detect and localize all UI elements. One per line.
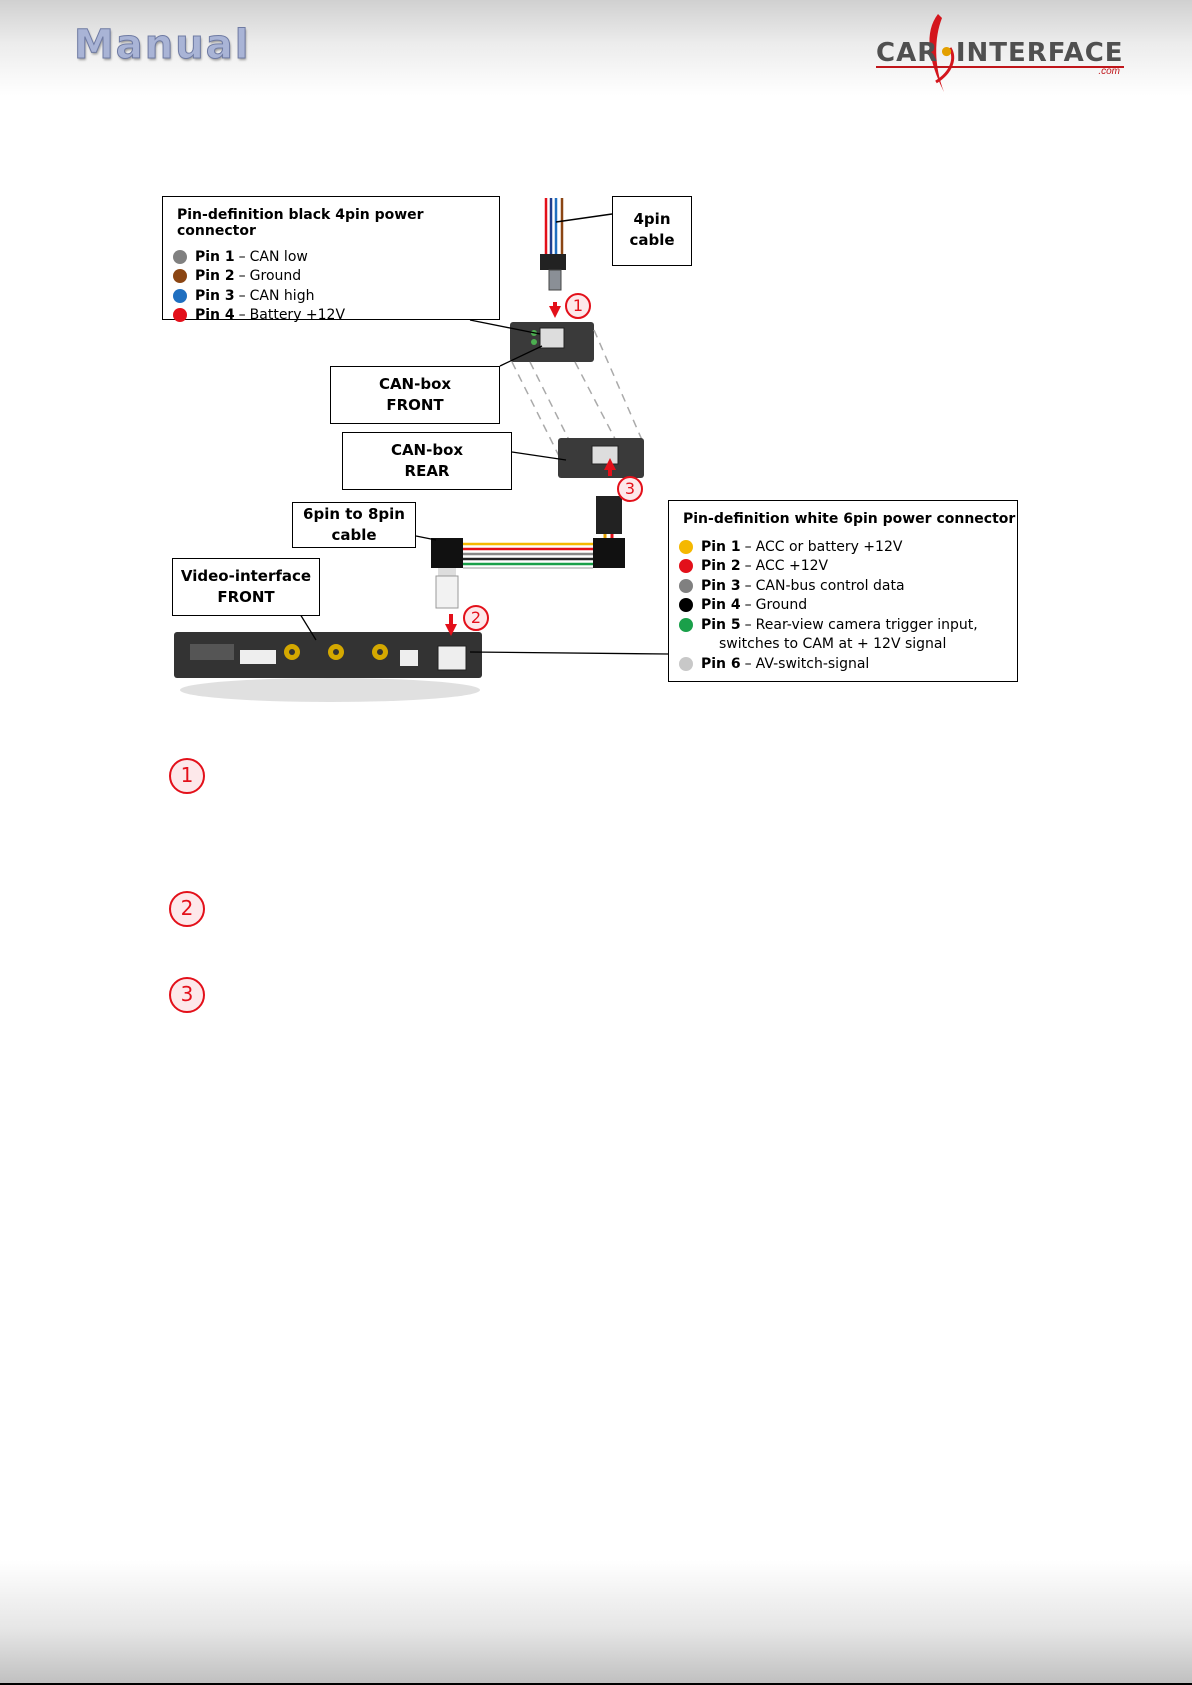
pin-dash: –	[238, 307, 246, 324]
pin-desc: Ground	[755, 597, 808, 614]
pin-color-dot-icon	[679, 656, 693, 671]
label-4pin-cable: 4pin cable	[612, 196, 692, 266]
pin-name: Pin 3	[195, 287, 235, 304]
pin-color-dot-icon	[173, 249, 187, 264]
pin-color-dot-icon	[173, 269, 187, 284]
pin-color-dot-icon	[173, 308, 187, 323]
black-pin-row: Pin 1 – CAN low	[173, 247, 499, 267]
header-band	[0, 0, 1192, 96]
white-connector-title: Pin-definition white 6pin power connecto…	[683, 511, 1016, 527]
logo-text-right: INTERFACE	[955, 38, 1124, 68]
pin-desc: Rear-view camera trigger input,	[755, 616, 978, 633]
pin-desc: ACC +12V	[755, 558, 829, 575]
diagram-marker-3: 3	[617, 476, 643, 502]
pin-dash: –	[744, 577, 752, 594]
white-pin-row-continuation: switches to CAM at + 12V signal	[719, 635, 1017, 655]
pin-name: Pin 1	[701, 538, 741, 555]
pin-desc: CAN high	[249, 287, 315, 304]
pin-color-dot-icon	[679, 598, 693, 613]
pin-desc: CAN-bus control data	[755, 577, 905, 594]
step-marker-3: 3	[169, 977, 205, 1013]
pin-dash: –	[744, 616, 752, 633]
pin-name: Pin 4	[701, 597, 741, 614]
leader-lines	[299, 319, 669, 655]
label-line: cable	[629, 231, 675, 249]
white-pin-row: Pin 3 – CAN-bus control data	[679, 576, 1017, 596]
pin-color-dot-icon	[679, 559, 693, 574]
label-canbox-front: CAN-box FRONT	[330, 366, 500, 424]
white-pin-row: Pin 6 – AV-switch-signal	[679, 654, 1017, 674]
pin-name: Pin 3	[701, 577, 741, 594]
pin-desc: ACC or battery +12V	[755, 538, 903, 555]
white-pin-row: Pin 2 – ACC +12V	[679, 557, 1017, 577]
pin-dash: –	[238, 287, 246, 304]
pin-dash: –	[238, 248, 246, 265]
step-marker-1: 1	[169, 758, 205, 794]
label-6to8-cable: 6pin to 8pin cable	[292, 502, 416, 548]
pin-dash: –	[744, 655, 752, 672]
pin-name: Pin 6	[701, 655, 741, 672]
label-line: CAN-box	[390, 441, 464, 459]
diagram-marker-2: 2	[463, 605, 489, 631]
pin-name: Pin 4	[195, 307, 235, 324]
pin-dash: –	[744, 597, 752, 614]
label-line: cable	[331, 526, 377, 544]
pin-desc: CAN low	[249, 248, 308, 265]
label-line: 4pin	[633, 210, 671, 228]
black-connector-box: Pin-definition black 4pin power connecto…	[162, 196, 500, 323]
black-connector-title: Pin-definition black 4pin power connecto…	[177, 207, 424, 239]
pin-desc: Ground	[249, 268, 302, 285]
logo-underline	[876, 66, 1124, 68]
label-line: CAN-box	[378, 375, 452, 393]
cable-6to8-device	[431, 496, 625, 609]
pin-color-dot-icon	[173, 288, 187, 303]
manual-title: Manual	[73, 22, 251, 69]
footer-line	[0, 1683, 1192, 1685]
logo-swoosh-icon	[929, 14, 955, 92]
canbox-rear-device	[558, 438, 644, 478]
label-video-interface: Video-interface FRONT	[172, 558, 320, 616]
black-pin-row: Pin 3 – CAN high	[173, 286, 499, 306]
pin-name: Pin 2	[701, 558, 741, 575]
pin-color-dot-icon	[679, 539, 693, 554]
white-pin-row: Pin 1 – ACC or battery +12V	[679, 537, 1017, 557]
white-connector-box: Pin-definition white 6pin power connecto…	[668, 500, 1018, 682]
label-canbox-rear: CAN-box REAR	[342, 432, 512, 490]
pin-color-dot-icon	[679, 578, 693, 593]
cable-4pin-wires	[540, 198, 613, 291]
black-pin-row: Pin 4 – Battery +12V	[173, 306, 499, 326]
pin-desc: AV-switch-signal	[755, 655, 870, 672]
footer-band	[0, 1560, 1192, 1685]
black-pin-row: Pin 2 – Ground	[173, 267, 499, 287]
car-interface-logo: CAR•INTERFACE .com	[876, 8, 1124, 98]
logo-text: CAR•INTERFACE	[876, 38, 1124, 68]
white-pin-row: Pin 4 – Ground	[679, 596, 1017, 616]
white-pin-row: Pin 5 – Rear-view camera trigger input,	[679, 615, 1017, 635]
label-line: REAR	[404, 462, 450, 480]
label-line: FRONT	[217, 588, 275, 606]
pin-desc: Battery +12V	[249, 307, 346, 324]
pin-dash: –	[744, 538, 752, 555]
label-line: FRONT	[386, 396, 444, 414]
diagram-marker-1: 1	[565, 293, 591, 319]
pin-name: Pin 2	[195, 268, 235, 285]
pin-desc: switches to CAM at + 12V signal	[719, 636, 947, 653]
pin-name: Pin 1	[195, 248, 235, 265]
pin-dash: –	[238, 268, 246, 285]
pin-name: Pin 5	[701, 616, 741, 633]
pin-color-dot-icon	[679, 617, 693, 632]
step-marker-2: 2	[169, 891, 205, 927]
pin-dash: –	[744, 558, 752, 575]
logo-suffix: .com	[1098, 66, 1120, 77]
video-interface-device	[174, 614, 482, 702]
logo-text-left: CAR	[876, 38, 939, 68]
label-line: Video-interface	[180, 567, 312, 585]
label-line: 6pin to 8pin	[303, 505, 405, 523]
